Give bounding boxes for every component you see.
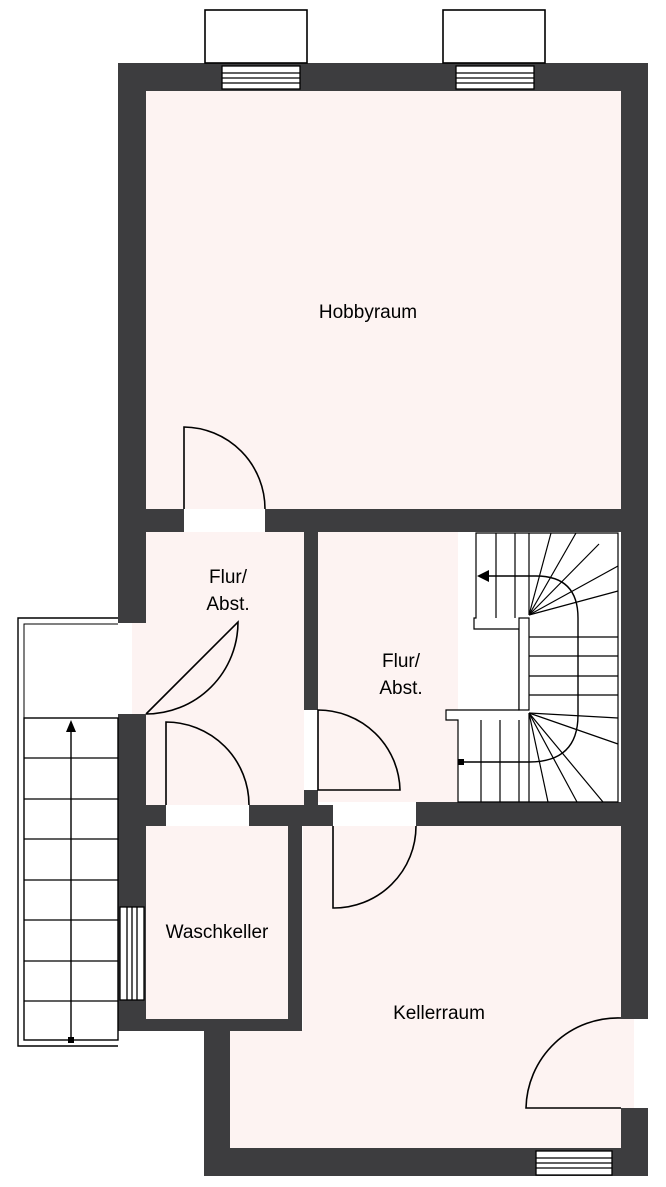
- room-label-flur-right-line1: Flur/: [382, 651, 421, 672]
- wall-bottom-left-vertical: [204, 1026, 230, 1176]
- wall-flur-divider-stub: [304, 790, 318, 806]
- room-labels: Hobbyraum Flur/ Abst. Flur/ Abst. Waschk…: [166, 302, 485, 1024]
- stair-start-mark: [458, 759, 464, 765]
- wall-hobby-bottom: [265, 509, 621, 532]
- windows: [119, 9, 613, 1176]
- stair-core: [518, 617, 530, 711]
- floor-hobbyraum: [146, 91, 621, 509]
- window-top-right-bay: [442, 9, 546, 64]
- stair-arrow: [477, 570, 489, 582]
- window-top-right: [455, 65, 535, 90]
- wall-keller-top: [416, 802, 621, 826]
- wall-wasch-top-left: [146, 805, 166, 826]
- floor-flur-doorway: [132, 622, 148, 714]
- floor-waschkeller: [146, 826, 288, 1019]
- door-hobbyraum: [183, 426, 266, 510]
- wall-wasch-right: [288, 826, 302, 1031]
- door-kellerraum-exterior: [525, 1017, 622, 1109]
- floor-kellerraum: [303, 826, 621, 1148]
- outside-stair: [17, 617, 119, 1047]
- door-flur-right: [317, 709, 401, 791]
- window-top-left-bay: [204, 9, 308, 64]
- room-label-hobbyraum: Hobbyraum: [319, 302, 417, 323]
- room-label-flur-left-line1: Flur/: [209, 567, 248, 588]
- wall-waschkeller-bottom: [118, 1019, 302, 1031]
- wall-hobby-stub: [146, 509, 184, 532]
- wall-left-upper: [118, 63, 146, 623]
- stair-walkline: [462, 575, 579, 763]
- interior-stair: [445, 532, 619, 803]
- room-label-flur-right-line2: Abst.: [379, 678, 422, 699]
- stair-lower-treads: [480, 720, 520, 802]
- outside-stair-rail: [17, 617, 118, 1047]
- outside-stair-arrow: [66, 720, 76, 732]
- window-top-left: [221, 65, 301, 90]
- doors: [145, 426, 622, 1109]
- room-label-flur-left-line2: Abst.: [206, 594, 249, 615]
- stair-upper-winders: [528, 532, 619, 616]
- door-flur-outside: [145, 620, 239, 715]
- door-waschkeller: [165, 721, 250, 806]
- door-kellerraum-top: [332, 825, 417, 909]
- outside-stair-start-mark: [68, 1037, 74, 1043]
- wall-wasch-top-right: [249, 805, 333, 826]
- room-label-kellerraum: Kellerraum: [393, 1003, 485, 1024]
- wall-top: [118, 63, 648, 91]
- wall-right-upper: [621, 63, 648, 1019]
- floor-kellerraum-doorway: [618, 1018, 634, 1110]
- floors: [132, 91, 634, 1148]
- wall-flur-divider: [304, 532, 318, 710]
- window-bottom: [535, 1150, 613, 1176]
- room-label-waschkeller: Waschkeller: [166, 922, 269, 943]
- floor-kellerraum-lower: [230, 1030, 310, 1148]
- floor-flur-right: [318, 532, 458, 802]
- stair-middle-treads: [529, 636, 618, 696]
- window-waschkeller: [119, 906, 145, 1001]
